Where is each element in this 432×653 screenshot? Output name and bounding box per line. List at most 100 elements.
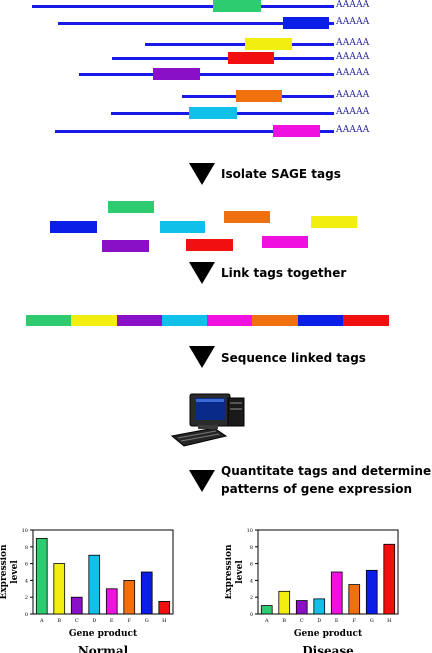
mrna-line xyxy=(55,130,334,133)
x-tick-label: B xyxy=(57,618,61,624)
polya-tail: AAAAA xyxy=(336,17,370,27)
x-tick-label: D xyxy=(92,618,96,624)
x-tick-label: G xyxy=(145,618,149,624)
y-tick-label: 4 xyxy=(250,578,253,584)
y-axis-label: Expressionlevel xyxy=(225,544,245,600)
step-sequence-label: Sequence linked tags xyxy=(221,351,366,365)
tag-cyan xyxy=(160,221,205,233)
y-tick-label: 8 xyxy=(25,545,28,551)
step-isolate-label: Isolate SAGE tags xyxy=(221,167,341,181)
tag-purple xyxy=(153,68,200,80)
chart-title: Normal xyxy=(78,644,129,653)
bar-F xyxy=(348,584,361,615)
polya-tail: AAAAA xyxy=(336,125,370,135)
bar-B xyxy=(53,563,66,615)
polya-tail: AAAAA xyxy=(336,52,370,62)
x-tick-label: B xyxy=(282,618,286,624)
polya-tail: AAAAA xyxy=(336,90,370,100)
y-tick-label: 6 xyxy=(250,562,253,568)
down-arrow-icon xyxy=(189,262,215,284)
x-tick-label: A xyxy=(264,618,269,624)
x-tick-label: A xyxy=(39,618,44,624)
bar-C xyxy=(70,596,83,615)
tag-magenta xyxy=(262,236,308,248)
linked-tag-purple xyxy=(116,315,163,326)
tag-orange xyxy=(236,90,282,102)
x-tick-label: C xyxy=(300,618,304,624)
bar-A xyxy=(35,537,48,615)
x-tick-label: D xyxy=(317,618,321,624)
tag-magenta xyxy=(273,125,320,137)
bar-F xyxy=(123,580,136,615)
y-tick-label: 10 xyxy=(22,528,28,534)
y-tick-label: 2 xyxy=(250,595,253,601)
mrna-line xyxy=(58,22,334,25)
linked-tag-yellow xyxy=(71,315,118,326)
bar-D xyxy=(88,554,101,615)
y-tick-label: 6 xyxy=(25,562,28,568)
bar-C xyxy=(295,600,308,615)
tag-orange xyxy=(224,211,270,223)
x-tick-label: E xyxy=(335,618,339,624)
y-axis-label: Expressionlevel xyxy=(0,544,20,600)
y-tick-label: 10 xyxy=(247,528,253,534)
polya-tail: AAAAA xyxy=(336,107,370,117)
linked-tag-orange xyxy=(252,315,299,326)
y-tick-label: 4 xyxy=(25,578,28,584)
tag-yellow xyxy=(311,216,357,228)
x-axis-label: Gene product xyxy=(69,629,138,639)
plot-frame xyxy=(257,529,399,615)
down-arrow-icon xyxy=(189,470,215,492)
bar-B xyxy=(278,590,291,615)
y-tick-label: 0 xyxy=(250,612,253,618)
tag-yellow xyxy=(245,38,292,50)
polya-tail: AAAAA xyxy=(336,38,370,48)
bar-E xyxy=(105,588,118,615)
x-tick-label: H xyxy=(162,618,167,624)
linked-tag-red xyxy=(342,315,389,326)
computer-icon xyxy=(170,393,245,447)
bar-A xyxy=(260,605,273,615)
tag-cyan xyxy=(189,107,237,119)
x-tick-label: H xyxy=(387,618,392,624)
x-tick-label: C xyxy=(75,618,79,624)
bar-G xyxy=(140,571,153,615)
bar-E xyxy=(330,571,343,615)
tag-green xyxy=(213,0,261,12)
bar-G xyxy=(365,569,378,615)
mrna-line xyxy=(32,5,334,8)
linked-tag-green xyxy=(26,315,72,326)
bar-H xyxy=(383,543,396,615)
x-tick-label: F xyxy=(128,618,132,624)
down-arrow-icon xyxy=(189,163,215,185)
bar-D xyxy=(313,598,326,615)
chart-normal: Expressionlevel 0 2 4 6 8 10A B C D E F G H Gene produ… xyxy=(0,528,174,653)
polya-tail: AAAAA xyxy=(336,0,370,10)
down-arrow-icon xyxy=(189,346,215,368)
tag-red xyxy=(186,239,233,251)
chart-title: Disease xyxy=(302,644,354,653)
mrna-line xyxy=(112,57,334,60)
plot-frame xyxy=(32,529,174,615)
tag-red xyxy=(228,52,274,64)
linked-tag-cyan xyxy=(161,315,208,326)
mrna-line xyxy=(79,73,334,76)
tag-purple xyxy=(102,240,149,252)
x-tick-label: F xyxy=(353,618,357,624)
linked-tag-magenta xyxy=(207,315,253,326)
y-tick-label: 8 xyxy=(250,545,253,551)
linked-tag-blue xyxy=(297,315,344,326)
y-tick-label: 2 xyxy=(25,595,28,601)
y-tick-label: 0 xyxy=(25,612,28,618)
step-link-label: Link tags together xyxy=(221,266,347,280)
x-tick-label: E xyxy=(110,618,114,624)
x-tick-label: G xyxy=(370,618,374,624)
chart-disease: Expressionlevel 0 2 4 6 8 10A B C D E F G H Gene produ… xyxy=(225,528,399,653)
mrna-line xyxy=(145,43,334,46)
tag-blue xyxy=(50,221,97,233)
step-quantitate-line1: Quantitate tags and determine xyxy=(221,464,432,478)
bar-H xyxy=(158,601,171,615)
x-axis-label: Gene product xyxy=(294,629,363,639)
tag-blue xyxy=(283,17,329,29)
